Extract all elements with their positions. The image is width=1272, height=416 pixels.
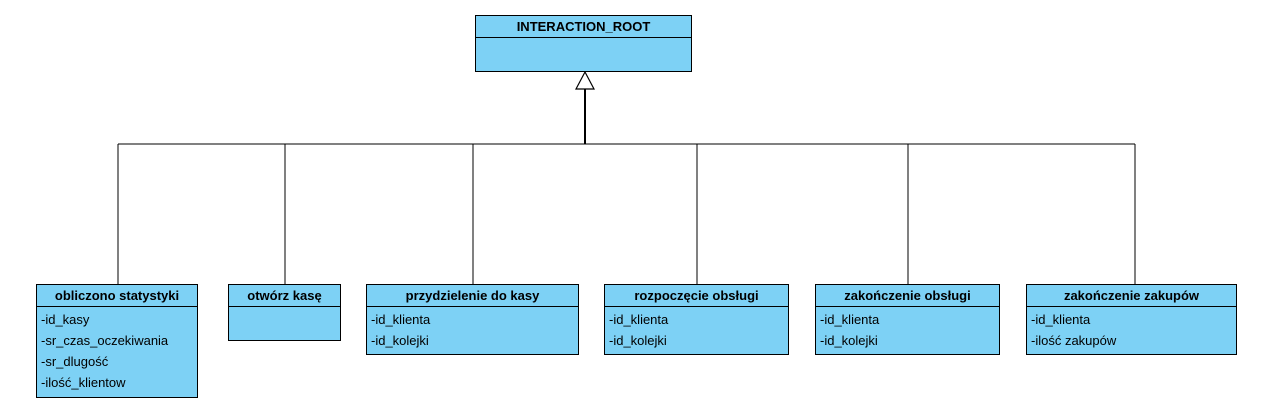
attribute: -ilość zakupów <box>1031 333 1117 348</box>
class-title: przydzielenie do kasy <box>367 285 578 307</box>
attribute-compartment: -id_kasy -sr_czas_oczekiwania -sr_dlugoś… <box>37 307 197 393</box>
attribute-compartment: -id_klienta -id_kolejki <box>605 307 788 351</box>
attribute: -id_klienta <box>609 312 669 327</box>
class-title: INTERACTION_ROOT <box>476 16 691 38</box>
class-title: zakończenie zakupów <box>1027 285 1236 307</box>
class-obliczono-statystyki[interactable]: obliczono statystyki -id_kasy -sr_czas_o… <box>36 284 198 398</box>
attribute: -sr_dlugość <box>41 354 109 369</box>
attribute: -ilość_klientow <box>41 375 126 390</box>
class-title: rozpoczęcie obsługi <box>605 285 788 307</box>
attribute: -id_klienta <box>371 312 431 327</box>
attribute-compartment <box>229 307 340 309</box>
class-interaction-root[interactable]: INTERACTION_ROOT <box>475 15 692 72</box>
attribute: -id_kolejki <box>820 333 878 348</box>
class-title: otwórz kasę <box>229 285 340 307</box>
attribute: -id_klienta <box>820 312 880 327</box>
generalization-arrowhead <box>575 70 595 90</box>
class-title: obliczono statystyki <box>37 285 197 307</box>
attribute: -id_kolejki <box>609 333 667 348</box>
class-otworz-kase[interactable]: otwórz kasę <box>228 284 341 341</box>
class-przydzielenie-do-kasy[interactable]: przydzielenie do kasy -id_klienta -id_ko… <box>366 284 579 355</box>
attribute-compartment <box>476 38 691 40</box>
attribute: -sr_czas_oczekiwania <box>41 333 169 348</box>
attribute-compartment: -id_klienta -id_kolejki <box>816 307 999 351</box>
class-zakonczenie-obslugi[interactable]: zakończenie obsługi -id_klienta -id_kole… <box>815 284 1000 355</box>
attribute: -id_kolejki <box>371 333 429 348</box>
class-zakonczenie-zakupow[interactable]: zakończenie zakupów -id_klienta -ilość z… <box>1026 284 1237 355</box>
class-rozpoczecie-obslugi[interactable]: rozpoczęcie obsługi -id_klienta -id_kole… <box>604 284 789 355</box>
attribute-compartment: -id_klienta -id_kolejki <box>367 307 578 351</box>
attribute-compartment: -id_klienta -ilość zakupów <box>1027 307 1236 351</box>
attribute: -id_kasy <box>41 312 90 327</box>
attribute: -id_klienta <box>1031 312 1091 327</box>
class-title: zakończenie obsługi <box>816 285 999 307</box>
